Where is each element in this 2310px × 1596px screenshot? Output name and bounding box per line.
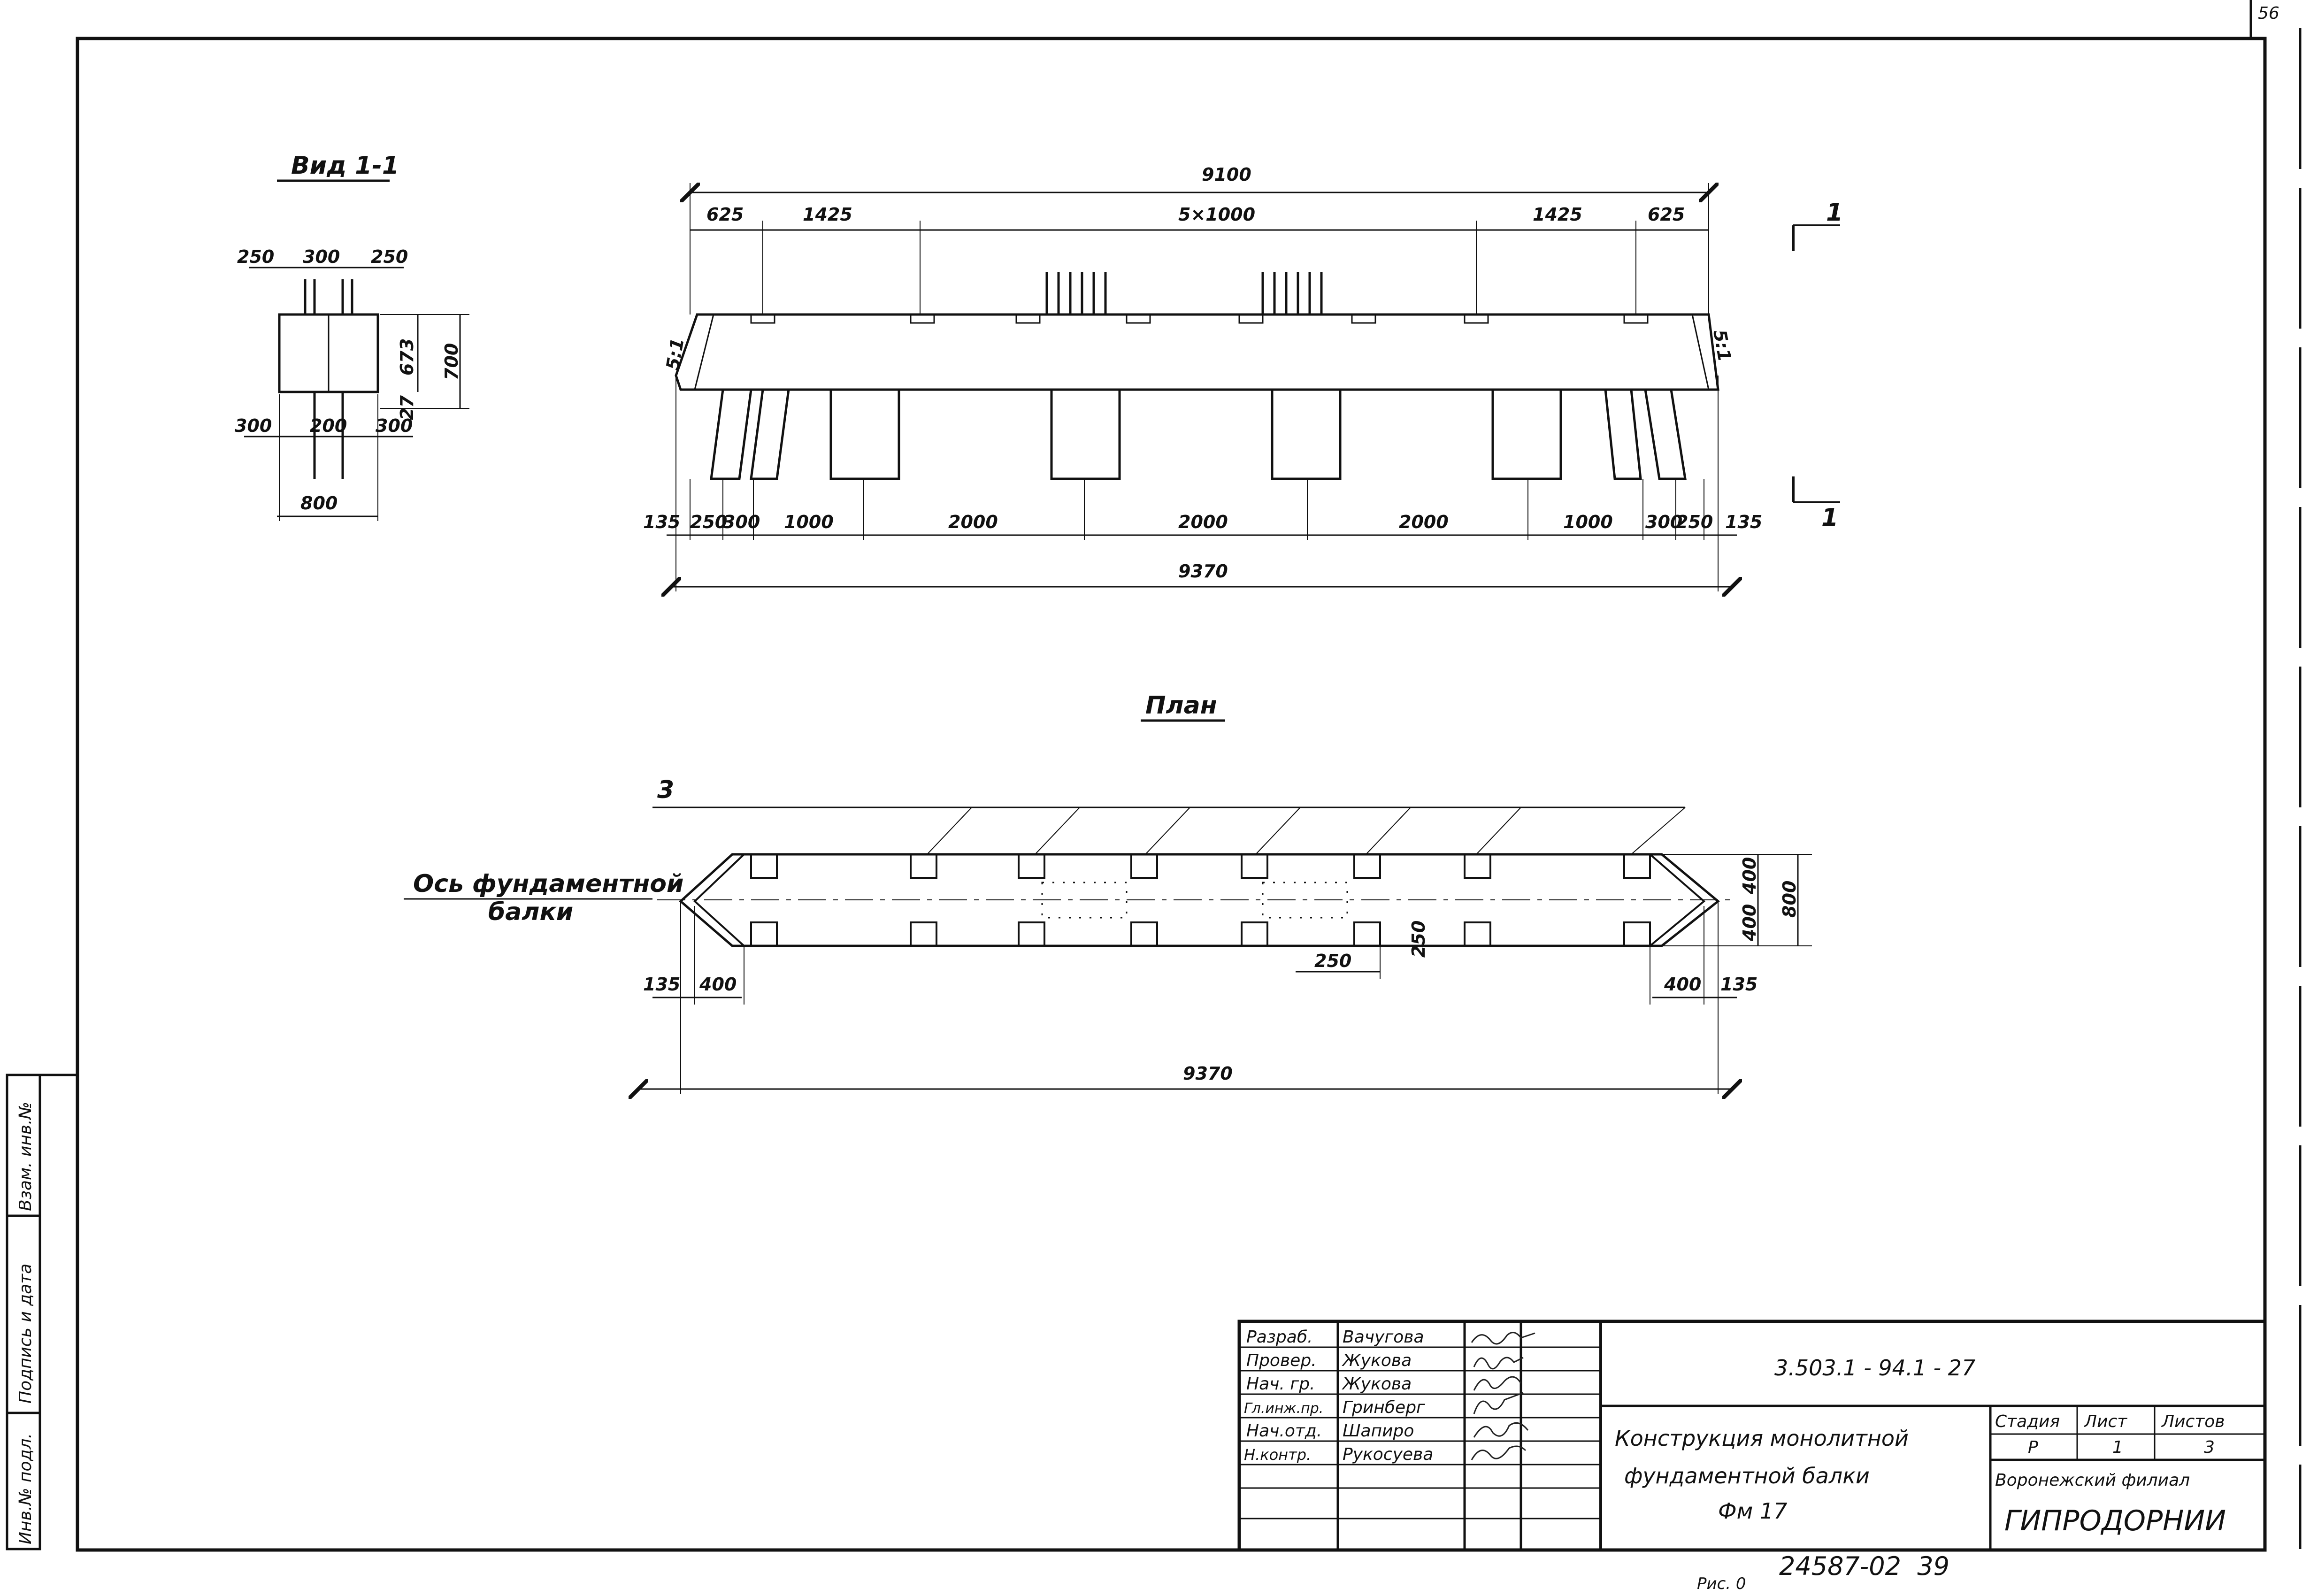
plan-axis-label-2: балки: [488, 898, 573, 926]
tb-sheets-label: Листов: [2161, 1412, 2225, 1431]
bottom-prefix: Рис. 0: [1697, 1574, 1746, 1593]
plan-leader-mark: 3: [657, 776, 674, 804]
elev-bot-2000a: 2000: [948, 512, 998, 532]
elev-bot-1000a: 1000: [784, 512, 834, 532]
tb-sheets: 3: [2204, 1438, 2215, 1457]
plan-dim-400-left: 400: [699, 974, 737, 995]
tb-stage: Р: [2028, 1438, 2038, 1457]
elev-bot-300a: 300: [723, 512, 760, 532]
tb-org-line2: ГИПРОДОРНИИ: [2004, 1504, 2226, 1537]
tb-name-4: Шапиро: [1343, 1421, 1414, 1441]
elev-total-top: 9100: [1202, 164, 1251, 185]
signature-2: [1473, 1376, 1522, 1391]
tb-role-1: Провер.: [1246, 1351, 1317, 1370]
side-stamp-sign: Подпись и дата: [16, 1264, 35, 1404]
plan-title: План: [1145, 691, 1217, 720]
title-block-text: Разраб. Вачугова Провер. Жукова Нач. гр.…: [1244, 1327, 2226, 1537]
tb-code: 3.503.1 - 94.1 - 27: [1774, 1355, 1975, 1381]
elev-total-bottom: 9370: [1178, 561, 1228, 582]
section-mark-top: 1: [1826, 199, 1843, 227]
signature-0: [1471, 1332, 1535, 1345]
side-stamp-repl: Взам. инв.№: [16, 1102, 35, 1211]
section-mark-bottom: 1: [1821, 504, 1838, 532]
tb-name-2: Жукова: [1342, 1374, 1412, 1394]
elev-top-1425a: 1425: [803, 204, 852, 225]
plan-dim-400-top: 400: [1739, 857, 1760, 895]
tb-stage-label: Стадия: [1995, 1412, 2060, 1431]
signature-1: [1473, 1357, 1524, 1370]
elev-bot-1000b: 1000: [1563, 512, 1613, 532]
plan-total: 9370: [1183, 1063, 1233, 1084]
tb-name-line3: Фм 17: [1718, 1498, 1787, 1524]
elev-bot-300b: 300: [1645, 512, 1682, 532]
plan-dim-800: 800: [1779, 881, 1800, 918]
v11-dim-300a: 300: [303, 246, 340, 267]
elev-top-625a: 625: [706, 204, 744, 225]
plan-view: План 3 Ось фундаментной балки: [404, 691, 1812, 1094]
elev-bot-250b: 250: [1676, 512, 1713, 532]
v11-dim-200: 200: [310, 415, 347, 436]
v11-dim-27: 27: [397, 395, 417, 420]
elev-slope-left: 5:1: [662, 337, 688, 372]
bottom-number: 24587-02 39: [1779, 1551, 1949, 1581]
title-block: [1237, 1320, 2267, 1552]
elev-top-5x1000: 5×1000: [1178, 204, 1255, 225]
side-stamp: [6, 1074, 77, 1550]
signatures: [1471, 1332, 1535, 1460]
tb-name-line2: фундаментной балки: [1624, 1463, 1870, 1489]
tb-role-3: Гл.инж.пр.: [1244, 1400, 1323, 1417]
plan-axis-label-1: Ось фундаментной: [413, 870, 683, 898]
elev-bot-135b: 135: [1725, 512, 1762, 532]
tb-role-2: Нач. гр.: [1246, 1374, 1315, 1394]
v11-dim-800: 800: [300, 493, 338, 514]
tb-sheet: 1: [2112, 1438, 2123, 1457]
tb-name-1: Жукова: [1342, 1351, 1412, 1370]
plan-dim-135-left: 135: [643, 974, 680, 995]
elev-top-625b: 625: [1648, 204, 1685, 225]
view-1-1: Вид 1-1 250 300 250 6: [235, 152, 469, 521]
tb-sheet-label: Лист: [2083, 1412, 2127, 1431]
tb-role-5: Н.контр.: [1244, 1446, 1311, 1464]
elevation-view: 9100 625 1425 5×1000 1425 625 5:1 5:1 13…: [643, 164, 1843, 591]
tb-name-0: Вачугова: [1343, 1327, 1424, 1347]
sheet-frame: [76, 0, 2302, 1552]
plan-dim-250-vert: 250: [1408, 921, 1429, 958]
elev-bot-2000c: 2000: [1399, 512, 1449, 532]
tb-org-line1: Воронежский филиал: [1995, 1471, 2190, 1490]
v11-dim-250b: 250: [371, 246, 408, 267]
signature-4: [1473, 1422, 1529, 1438]
v11-dim-250a: 250: [237, 246, 274, 267]
plan-dim-250-horz: 250: [1314, 951, 1351, 971]
plan-dim-400-right: 400: [1664, 974, 1701, 995]
tb-role-0: Разраб.: [1246, 1327, 1312, 1347]
tb-name-3: Гринберг: [1343, 1398, 1426, 1417]
tb-name-line1: Конструкция монолитной: [1615, 1426, 1909, 1451]
elev-bot-2000b: 2000: [1178, 512, 1228, 532]
v11-dim-300b: 300: [235, 415, 272, 436]
v11-dim-300c: 300: [376, 415, 413, 436]
v11-dim-700: 700: [441, 343, 462, 380]
side-stamp-inv: Инв.№ подл.: [16, 1433, 35, 1544]
plan-dim-400-bot: 400: [1739, 904, 1760, 942]
view-1-1-title: Вид 1-1: [291, 152, 399, 180]
plan-dim-135-right: 135: [1720, 974, 1757, 995]
corner-mark: 56: [2258, 4, 2279, 23]
elev-top-1425b: 1425: [1533, 204, 1582, 225]
elev-bot-135a: 135: [643, 512, 680, 532]
tb-role-4: Нач.отд.: [1246, 1421, 1322, 1441]
v11-dim-673: 673: [397, 338, 417, 376]
signature-5: [1471, 1445, 1527, 1460]
tb-name-5: Рукосуева: [1343, 1445, 1433, 1464]
signature-3: [1473, 1392, 1524, 1414]
elev-bot-250a: 250: [690, 512, 727, 532]
